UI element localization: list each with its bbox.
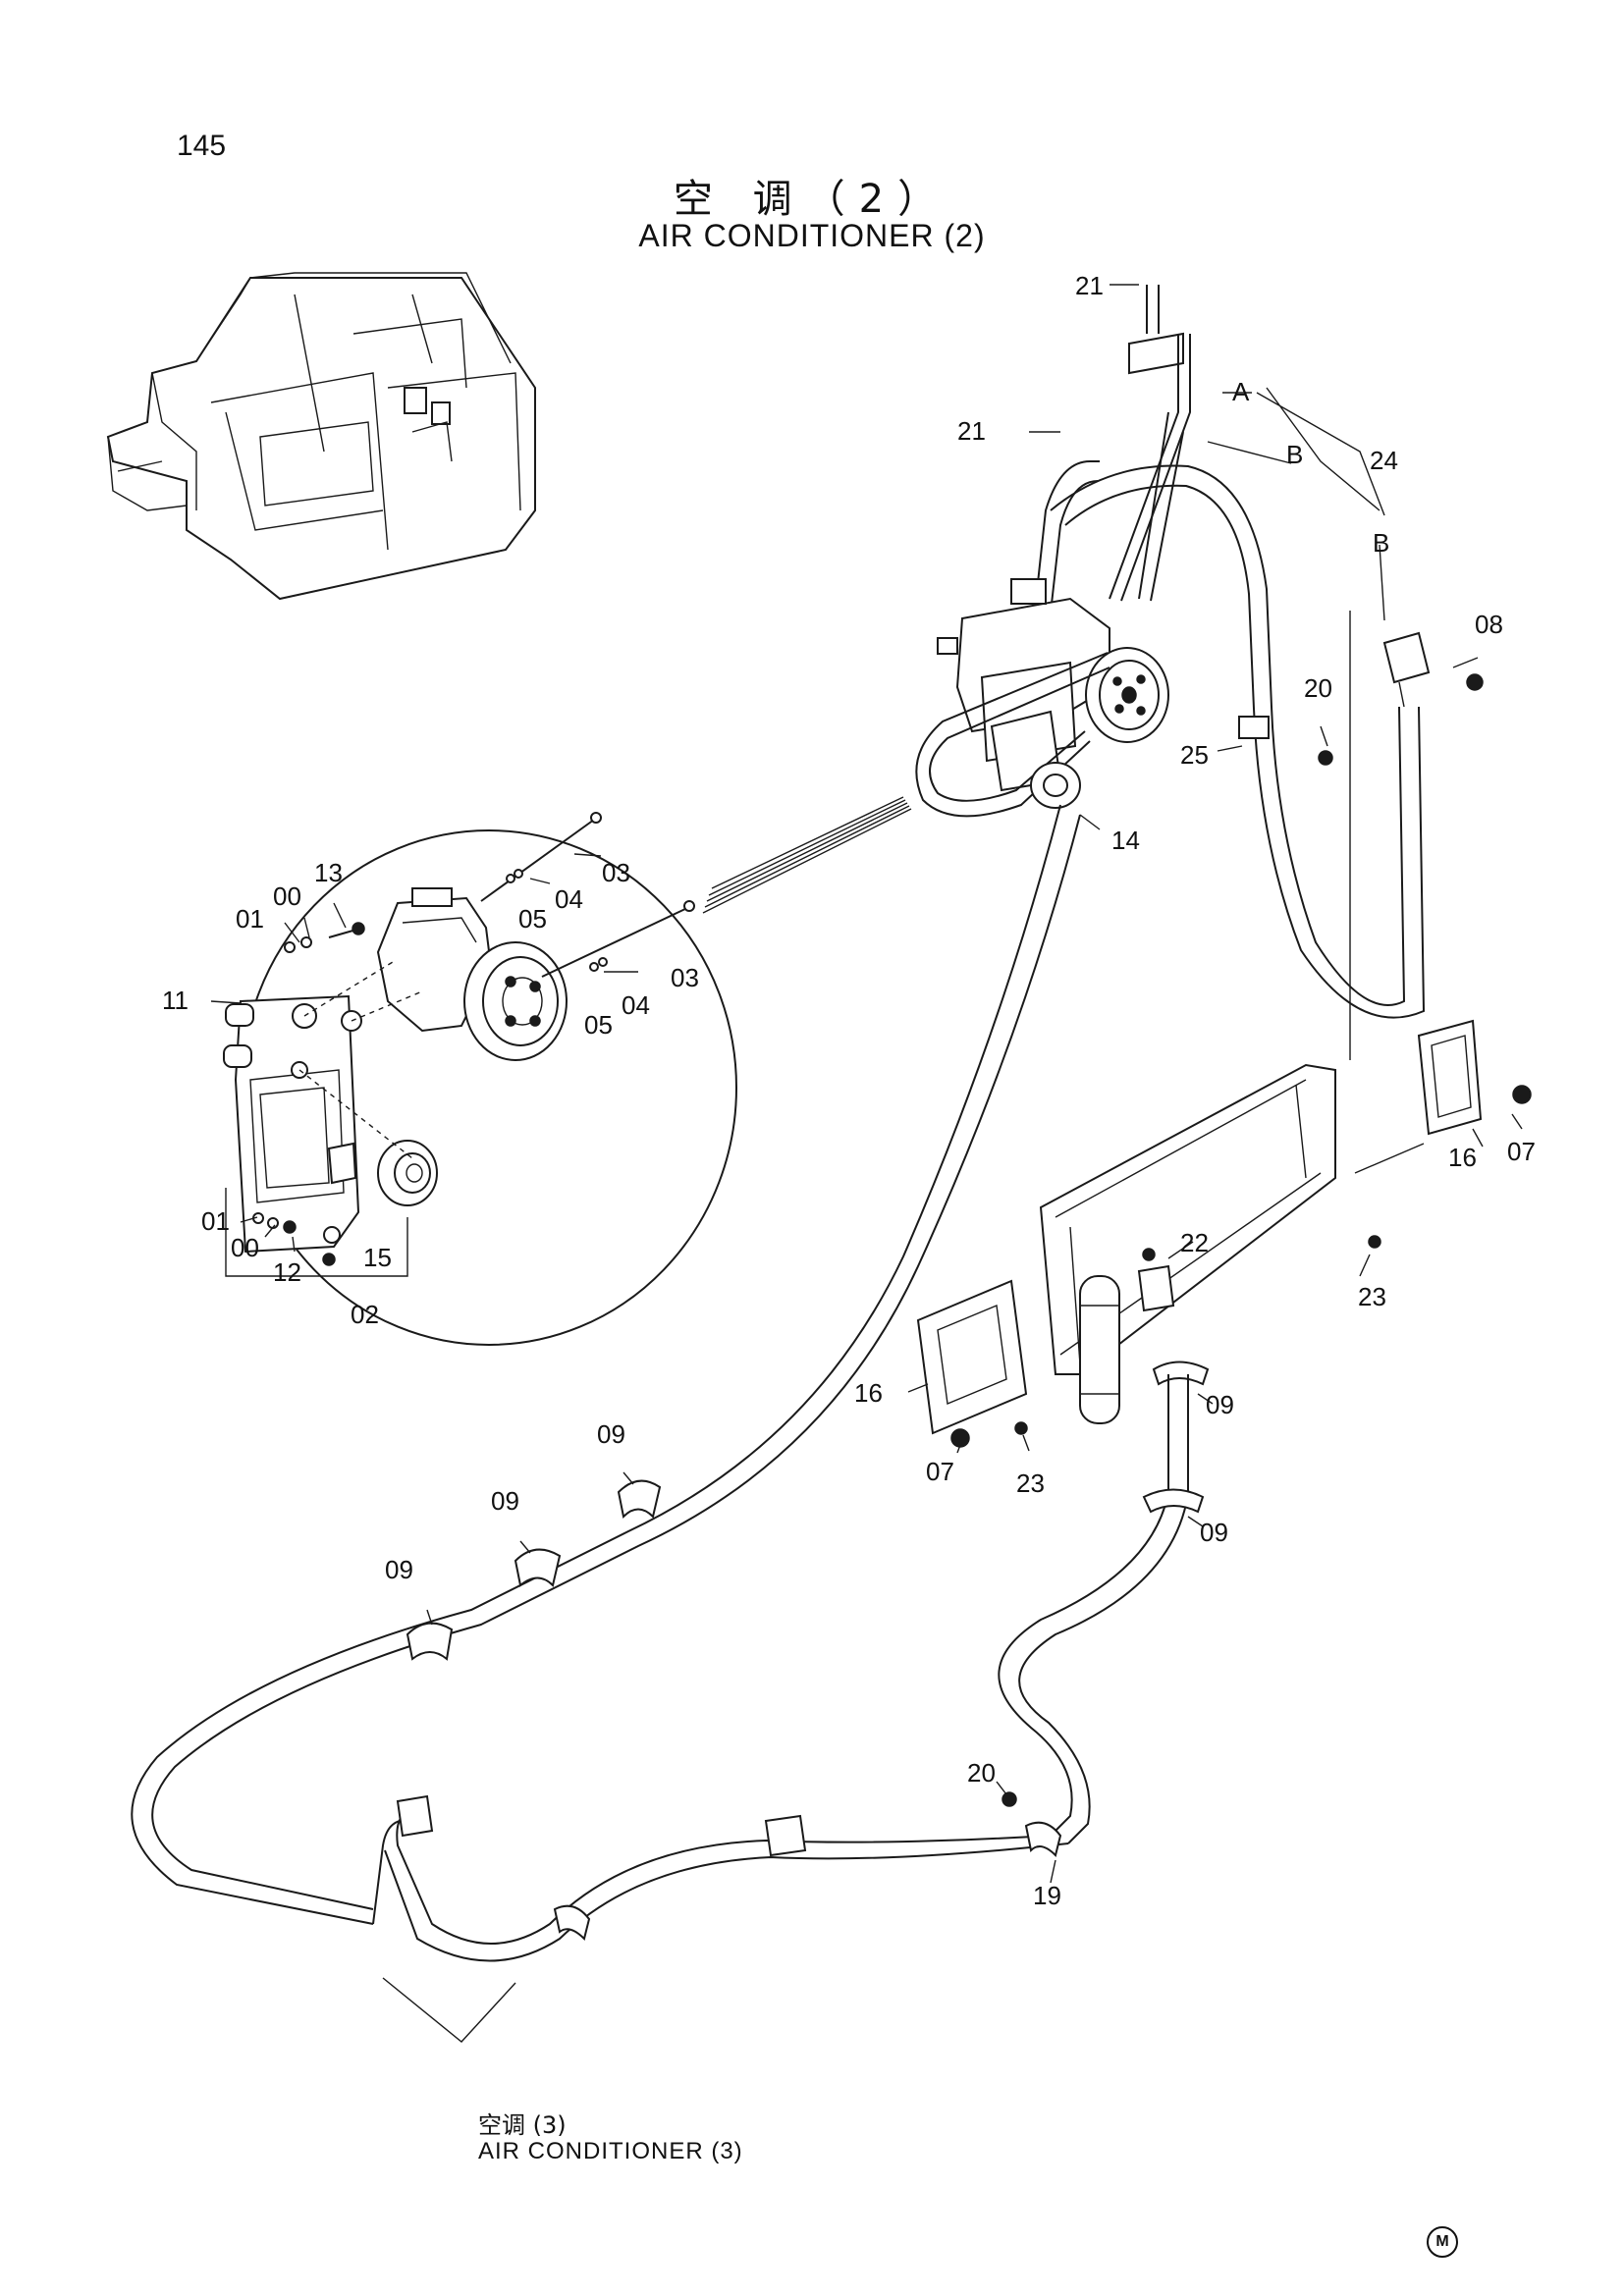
callout-00-lower: 00 [231, 1233, 259, 1262]
condenser-assembly [916, 1019, 1532, 1448]
callout-01-lower: 01 [201, 1206, 230, 1236]
callout-13: 13 [314, 858, 343, 887]
callout-09-hose-2: 09 [491, 1486, 519, 1516]
callout-20-lower: 20 [967, 1758, 996, 1788]
callout-22: 22 [1180, 1228, 1209, 1257]
copyright-mark: M [1427, 2226, 1458, 2258]
compressor-detail-view [223, 812, 737, 1346]
hose-24-and-25 [1050, 464, 1484, 1060]
callout-08: 08 [1475, 610, 1503, 639]
callout-B-left: B [1286, 440, 1303, 469]
callout-03-lower: 03 [671, 963, 699, 992]
callout-16-left: 16 [854, 1378, 883, 1408]
detail-pointer-rays [702, 796, 912, 914]
callout-05-lower: 05 [584, 1010, 613, 1040]
callout-16-right: 16 [1448, 1143, 1477, 1172]
callout-07-left: 07 [926, 1457, 954, 1486]
callout-23-right: 23 [1358, 1282, 1386, 1311]
callout-11: 11 [162, 986, 189, 1015]
leader-lines [210, 284, 1523, 1884]
callout-25: 25 [1180, 740, 1209, 770]
callout-21-top: 21 [1075, 271, 1104, 300]
callout-09-condenser: 09 [1206, 1390, 1234, 1419]
callout-19: 19 [1033, 1881, 1061, 1910]
callout-21-mid: 21 [957, 416, 986, 446]
callout-labels: 21 21 A B 24 B 08 20 25 14 13 00 01 03 0… [162, 271, 1536, 1910]
title-english: AIR CONDITIONER (2) [638, 218, 986, 253]
callout-09-hose-3: 09 [385, 1555, 413, 1584]
callout-24: 24 [1370, 446, 1398, 475]
callout-B-right: B [1373, 528, 1389, 558]
callout-05-upper: 05 [518, 904, 547, 934]
callout-04-upper: 04 [555, 884, 583, 914]
compressor-assembly [915, 285, 1191, 818]
reference-english: AIR CONDITIONER (3) [478, 2138, 743, 2164]
title-chinese: 空 调（2） [673, 177, 951, 222]
callout-12: 12 [273, 1257, 301, 1287]
callout-09-lower-right: 09 [1200, 1518, 1228, 1547]
callout-23-left: 23 [1016, 1468, 1045, 1498]
callout-03-upper: 03 [602, 858, 630, 887]
callout-A: A [1232, 377, 1250, 406]
callout-09-hose-1: 09 [597, 1419, 625, 1449]
callout-07-right: 07 [1507, 1137, 1536, 1166]
callout-01-upper: 01 [236, 904, 264, 934]
callout-00-upper: 00 [273, 881, 301, 911]
callout-15: 15 [363, 1243, 392, 1272]
callout-20-upper: 20 [1304, 673, 1332, 703]
machine-overview-illustration [106, 272, 536, 601]
hose-routing-lower [131, 804, 1205, 2043]
page-number: 145 [177, 130, 227, 162]
reference-chinese: 空调 (3) [478, 2111, 567, 2139]
callout-14: 14 [1111, 826, 1140, 855]
callout-02: 02 [351, 1300, 379, 1329]
callout-04-lower: 04 [622, 990, 650, 1020]
